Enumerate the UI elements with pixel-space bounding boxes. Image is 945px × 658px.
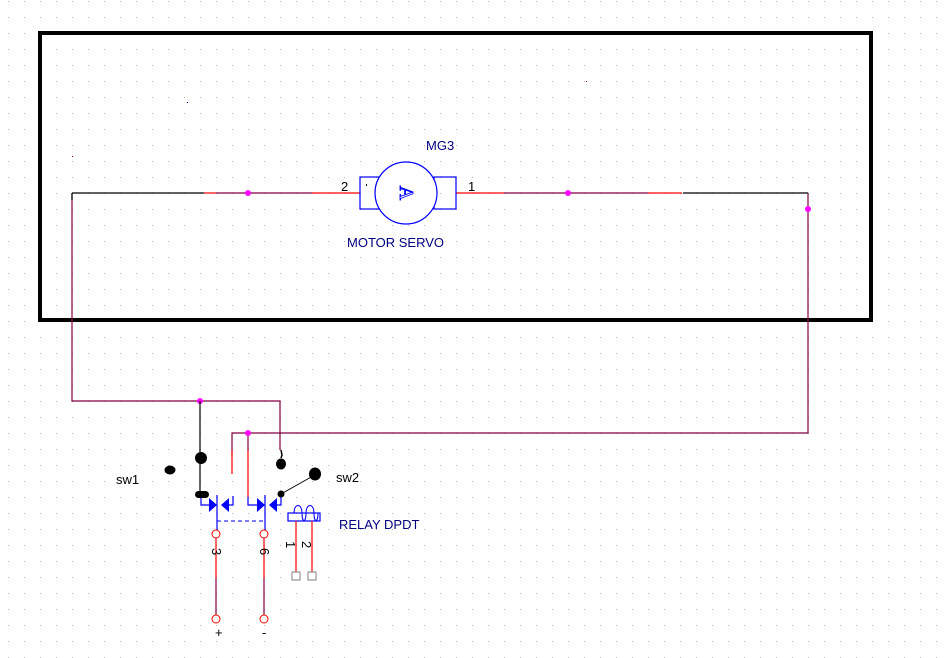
sw2-arm bbox=[280, 475, 314, 495]
motor-pin-mark bbox=[366, 184, 367, 186]
relay-contact-b-left-lead bbox=[247, 497, 260, 506]
relay-coil-body bbox=[287, 512, 321, 522]
relay-contact-a-arrow-left bbox=[221, 498, 229, 512]
relay-contact-a-left-lead bbox=[200, 498, 212, 506]
sw2-label: sw2 bbox=[336, 470, 359, 485]
junction-dot bbox=[245, 190, 251, 196]
sw2-contact-free bbox=[309, 467, 321, 481]
motor-pin-left-label: 2 bbox=[341, 179, 348, 194]
motor-value: MOTOR SERVO bbox=[347, 235, 444, 250]
stray-dot bbox=[187, 102, 188, 103]
junction-dot bbox=[245, 430, 251, 436]
motor-servo[interactable]: A 2 1 MG3 MOTOR SERVO bbox=[341, 138, 475, 250]
supply-negative-label: - bbox=[262, 625, 266, 640]
sw1-label: sw1 bbox=[116, 472, 139, 487]
motor-symbol-icon: A bbox=[395, 186, 417, 201]
relay-value: RELAY DPDT bbox=[339, 517, 419, 532]
junction-dot bbox=[805, 206, 811, 212]
relay-coil-pin-1-label: 1 bbox=[283, 541, 298, 548]
relay-contact-b-arrow-right bbox=[257, 498, 265, 512]
stray-dot bbox=[586, 81, 587, 82]
relay-pin-6-terminal bbox=[259, 529, 269, 539]
relay-coil[interactable]: 1 2 RELAY DPDT bbox=[283, 505, 419, 581]
supply-wires[interactable]: 3 6 + - bbox=[209, 529, 272, 640]
wire-right-loop[interactable] bbox=[231, 193, 809, 456]
sw1-contact-lower bbox=[195, 491, 209, 498]
supply-negative-terminal[interactable] bbox=[259, 614, 269, 624]
relay-contact-b-right-lead bbox=[277, 497, 282, 506]
junctions bbox=[197, 190, 811, 436]
relay-coil-pin-2-label: 2 bbox=[299, 541, 314, 548]
sw1-contact-upper bbox=[195, 452, 207, 464]
junction-dot bbox=[565, 190, 571, 196]
relay-coil-pad-2[interactable] bbox=[307, 571, 317, 581]
relay-contact-a-right-lead bbox=[229, 496, 234, 506]
motor-pin-right-label: 1 bbox=[468, 179, 475, 194]
relay-pin-6-label: 6 bbox=[257, 548, 272, 555]
wire-left-loop[interactable] bbox=[71, 193, 281, 450]
switch-sw2[interactable]: sw2 bbox=[276, 449, 359, 498]
motor-circle bbox=[374, 161, 438, 225]
supply-positive-label: + bbox=[215, 625, 223, 640]
sw2-pivot bbox=[277, 490, 285, 498]
relay-contact-b-arrow-left bbox=[269, 498, 277, 512]
sw1-contact-free bbox=[164, 465, 176, 475]
frame-rectangle[interactable] bbox=[38, 31, 873, 322]
relay-pin-3-terminal bbox=[211, 529, 221, 539]
sw2-hook bbox=[280, 449, 283, 459]
sw2-contact-upper bbox=[276, 458, 286, 470]
relay-coil-pad-1[interactable] bbox=[291, 571, 301, 581]
relay-pin-3-label: 3 bbox=[209, 548, 224, 555]
motor-refdes: MG3 bbox=[426, 138, 454, 153]
relay-contacts[interactable] bbox=[200, 495, 282, 535]
switch-sw1[interactable]: sw1 bbox=[116, 401, 209, 498]
supply-positive-terminal[interactable] bbox=[211, 614, 221, 624]
stray-dot bbox=[72, 156, 73, 157]
relay-contact-a-arrow-right bbox=[209, 498, 217, 512]
